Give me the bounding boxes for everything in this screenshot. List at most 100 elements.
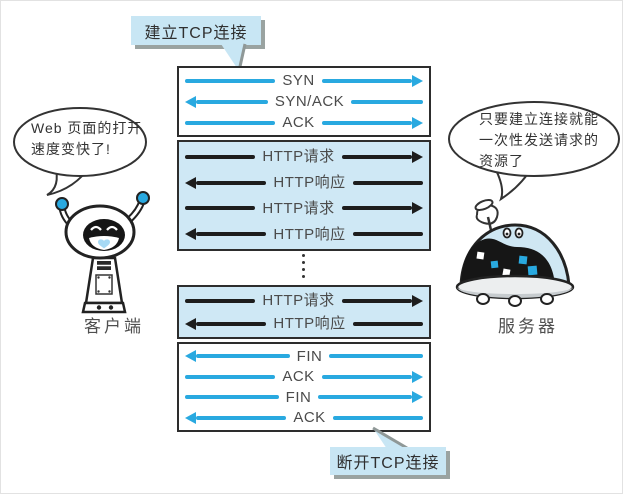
establish-tcp-callout: 建立TCP连接 [131,16,261,45]
establish-tcp-label: 建立TCP连接 [144,24,248,42]
arrow-shaft [196,321,267,326]
arrow-shaft [321,120,412,125]
http-exchange-box-first: HTTP请求 HTTP响应 HTTP请求 HTTP响应 [177,140,431,251]
arrowhead-right-icon [412,391,424,404]
arrow-shaft [196,415,287,420]
arrow-shaft [185,395,279,400]
http-exchange-box-last: HTTP请求 HTTP响应 [177,285,431,339]
arrow-shaft [352,180,424,185]
arrow-shaft [321,374,412,379]
arrow-shaft [196,354,290,359]
message-arrow-http-response: HTTP响应 [179,225,429,243]
client-robot-eye [90,225,102,231]
close-tcp-label: 断开TCP连接 [336,455,440,472]
message-label: HTTP请求 [262,148,335,166]
arrowhead-left-icon [185,228,196,241]
arrowhead-right-icon [412,74,423,87]
arrow-shaft [318,395,413,400]
message-label: FIN [296,347,323,365]
message-arrow-http-request: HTTP请求 [179,148,429,166]
server-robot-dome [459,223,571,287]
client-robot-illustration [55,191,150,314]
message-arrow-fin: FIN [179,388,429,406]
arrow-shaft [185,374,276,379]
tcp-teardown-box: FIN ACK FIN ACK [177,342,431,432]
server-speech-line: 只要建立连接就能 [479,111,599,127]
message-label: HTTP请求 [262,292,335,309]
arrow-shaft [185,298,256,303]
message-arrow-http-request: HTTP请求 [179,292,429,310]
arrow-shaft [185,154,256,159]
heart-icon [98,239,110,249]
client-actor-label: 客户端 [84,317,144,336]
message-arrow-http-request: HTTP请求 [179,199,429,217]
arrow-shaft [352,232,424,237]
server-actor-label: 服务器 [498,317,558,336]
client-speech-line: Web 页面的打开 [31,120,143,136]
arrow-shaft [185,78,276,83]
arrowhead-left-icon [185,317,196,330]
vertical-ellipsis-icon [302,254,305,278]
message-arrow-http-response: HTTP响应 [179,315,429,333]
server-speech-text: 只要建立连接就能 一次性发送请求的 资源了 [479,109,599,172]
arrow-shaft [185,120,276,125]
client-robot-hand [136,191,150,205]
arrowhead-left-icon [185,95,196,108]
close-tcp-callout: 断开TCP连接 [330,447,446,475]
arrow-shaft [329,354,424,359]
arrowhead-right-icon [412,150,424,163]
arrowhead-right-icon [412,202,424,215]
client-robot-hand [55,197,69,211]
server-speech-line: 资源了 [479,153,524,169]
message-label: ACK [293,409,326,427]
server-robot-illustration [455,198,575,307]
message-label: HTTP响应 [273,225,346,243]
arrow-shaft [332,415,423,420]
server-robot-foot [508,295,522,307]
client-speech-text: Web 页面的打开 速度变快了! [31,118,142,160]
callout-tail-up-icon [372,426,409,450]
arrow-shaft [321,78,412,83]
server-speech-bubble [448,101,620,202]
arrow-shaft [351,99,424,104]
message-label: HTTP请求 [262,199,335,217]
message-label: SYN [282,72,315,89]
message-arrow-http-response: HTTP响应 [179,174,429,192]
client-robot-head [64,204,136,260]
message-arrow-synack: SYN/ACK [179,93,429,111]
arrow-shaft [196,99,268,104]
message-label: SYN/ACK [274,93,345,110]
arrowhead-right-icon [412,116,423,129]
message-arrow-ack: ACK [179,114,429,132]
arrow-shaft [196,232,267,237]
message-label: HTTP响应 [273,174,346,192]
message-label: ACK [282,368,315,386]
server-robot-saucer [455,274,575,307]
tcp-handshake-box: SYN SYN/ACK ACK [177,66,431,137]
arrow-shaft [341,206,413,211]
arrow-shaft [196,180,267,185]
server-robot-foot [540,293,554,305]
arrow-shaft [185,206,256,211]
message-arrow-ack: ACK [179,409,429,427]
message-arrow-syn: SYN [179,72,429,90]
message-label: FIN [285,388,312,406]
server-speech-line: 一次性发送请求的 [479,132,599,148]
client-speech-line: 速度变快了! [31,141,111,157]
client-robot-eye [106,225,118,231]
message-arrow-fin: FIN [179,347,429,365]
arrow-shaft [352,321,424,326]
arrow-shaft [341,154,413,159]
client-speech-bubble [13,107,147,196]
arrowhead-left-icon [185,411,196,424]
arrow-shaft [341,298,413,303]
arrowhead-right-icon [412,294,424,307]
message-label: ACK [282,114,315,131]
arrowhead-left-icon [185,176,196,189]
message-label: HTTP响应 [273,315,346,332]
arrowhead-left-icon [185,350,196,363]
client-robot-body [81,256,127,314]
message-arrow-ack: ACK [179,368,429,386]
server-robot-foot [476,293,490,305]
